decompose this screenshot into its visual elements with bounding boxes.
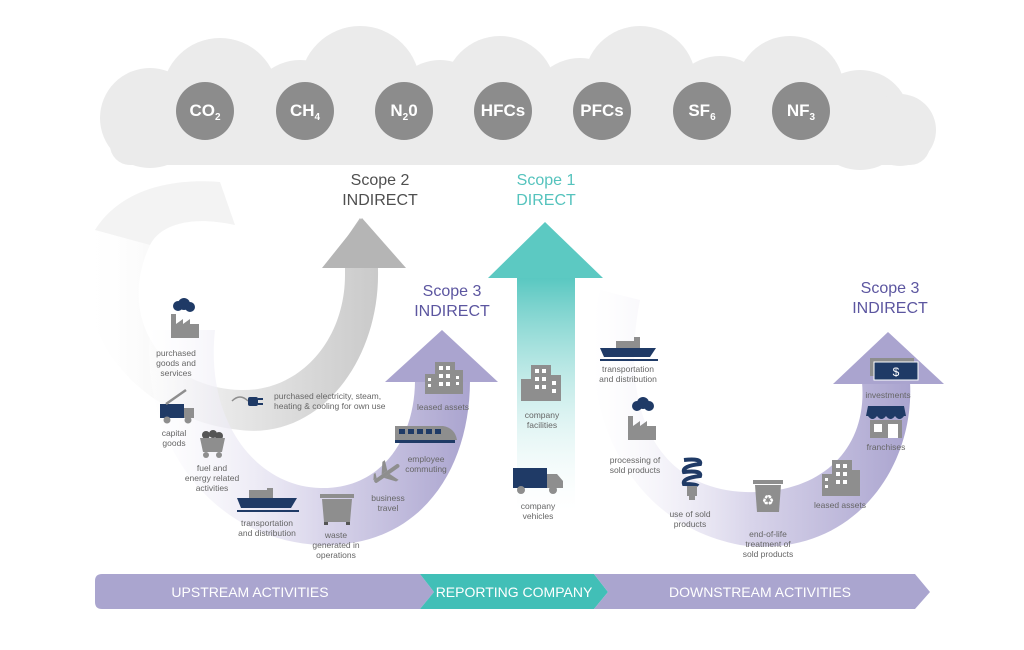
recycle-bin-icon: ♻: [753, 480, 783, 512]
label-company-facilities: company facilities: [524, 410, 560, 430]
reporting-company-label: REPORTING COMPANY: [435, 584, 593, 600]
buildings-icon: [822, 460, 860, 496]
upstream-activities-label: UPSTREAM ACTIVITIES: [171, 584, 329, 600]
scope3-downstream-label: Scope 3 INDIRECT: [840, 279, 940, 319]
ship-icon: [600, 337, 658, 361]
scope3-downstream-title: Scope 3: [860, 280, 920, 297]
money-icon: $: [870, 358, 919, 381]
train-icon: [395, 426, 457, 443]
scope1-label: Scope 1 DIRECT: [496, 171, 596, 211]
downstream-activities-label: DOWNSTREAM ACTIVITIES: [668, 584, 851, 600]
label-waste: waste generated in operations: [312, 530, 360, 560]
scope2-title: Scope 2: [350, 172, 410, 189]
scope3-upstream-arrow: [149, 330, 498, 546]
label-upstream-transport: transportation and distribution: [238, 518, 296, 538]
activity-bar: [95, 574, 930, 609]
label-franchises: franchises: [866, 442, 906, 452]
gas-hfcs: HFCs: [474, 82, 532, 140]
truck-icon: [513, 468, 563, 494]
scope1-type: DIRECT: [516, 192, 576, 209]
storefront-icon: [866, 406, 906, 438]
coal-cart-icon: [200, 430, 225, 458]
label-processing: processing of sold products: [609, 455, 661, 475]
scope1-title: Scope 1: [516, 172, 576, 189]
label-upstream-leased: leased assets: [417, 402, 469, 412]
label-capital-goods: capital goods: [161, 428, 187, 448]
lightbulb-icon: [681, 457, 703, 500]
label-investments: investments: [865, 390, 911, 400]
label-fuel-energy: fuel and energy related activities: [184, 463, 240, 493]
money-symbol: $: [893, 365, 900, 379]
label-use-of-sold-products: use of sold products: [669, 509, 711, 529]
truck-crane-icon: [160, 388, 194, 424]
factory-cloud-icon: [171, 298, 199, 338]
scope3-downstream-type: INDIRECT: [852, 300, 928, 317]
label-end-of-life: end-of-life treatment of sold products: [742, 529, 794, 559]
scope3-upstream-label: Scope 3 INDIRECT: [402, 282, 502, 322]
factory-cloud-icon: [628, 397, 656, 440]
label-downstream-leased: leased assets: [814, 500, 866, 510]
label-purchased-goods: purchased goods and services: [156, 348, 196, 378]
label-downstream-transport: transportation and distribution: [599, 364, 657, 384]
dumpster-icon: [320, 494, 354, 525]
buildings-icon: [521, 365, 561, 401]
label-purchased-electricity: purchased electricity, steam, heating & …: [274, 391, 386, 411]
label-business-travel: business travel: [371, 493, 405, 513]
label-company-vehicles: company vehicles: [520, 501, 556, 521]
plug-icon: [231, 396, 263, 406]
scope2-label: Scope 2 INDIRECT: [330, 171, 430, 211]
svg-text:♻: ♻: [762, 492, 775, 508]
buildings-icon: [425, 362, 463, 394]
scope2-type: INDIRECT: [342, 192, 418, 209]
scope3-upstream-type: INDIRECT: [414, 303, 490, 320]
airplane-icon: [373, 460, 400, 483]
ship-icon: [237, 488, 299, 512]
gas-pfcs: PFCs: [573, 82, 631, 140]
label-employee-commuting: employee commuting: [405, 454, 447, 474]
scope3-upstream-title: Scope 3: [422, 283, 482, 300]
